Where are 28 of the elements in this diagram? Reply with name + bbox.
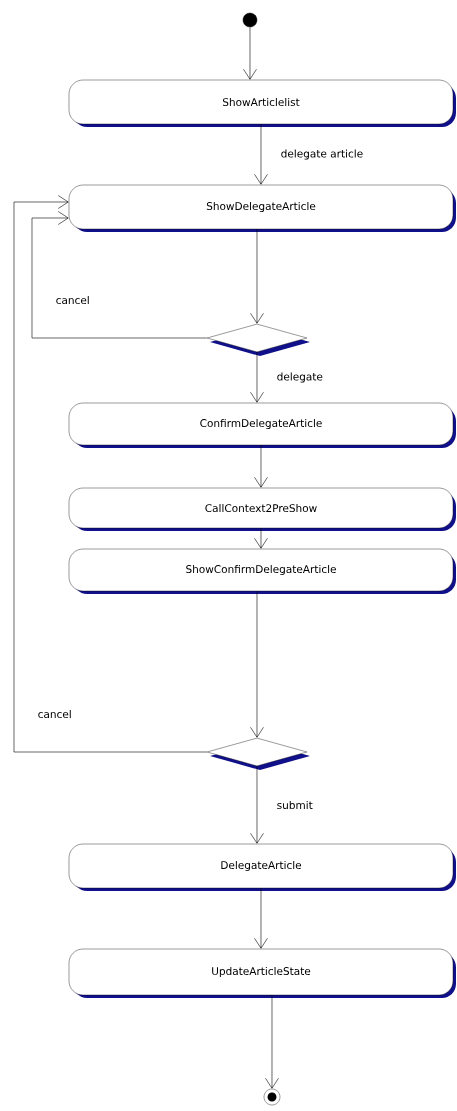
edge-label: cancel [36,708,74,720]
arrow [254,887,268,949]
arrow [250,351,264,403]
arrow [265,994,279,1089]
decision-diamond [206,323,310,356]
arrow [13,195,208,753]
end-marker [263,1088,281,1106]
start-dot [242,12,258,28]
arrow [250,228,264,324]
decision-diamond [206,737,310,770]
action-box: CallContext2PreShow [68,487,456,531]
arrow [250,765,264,844]
arrow [254,527,268,549]
arrow [31,211,208,339]
edge-label: delegate article [279,147,365,162]
edge-label: submit [275,799,315,811]
action-box: UpdateArticleState [68,948,456,998]
edge-label: delegate [275,370,325,385]
action-box: ShowDelegateArticle [68,184,456,232]
edge-label: cancel [54,294,92,306]
action-box: ConfirmDelegateArticle [68,402,456,448]
action-box: DelegateArticle [68,843,456,891]
action-box: ShowConfirmDelegateArticle [68,548,456,594]
action-box: ShowArticlelist [68,79,456,127]
arrow [250,590,264,738]
arrow [254,444,268,488]
arrow [243,26,257,80]
arrow [254,123,268,185]
